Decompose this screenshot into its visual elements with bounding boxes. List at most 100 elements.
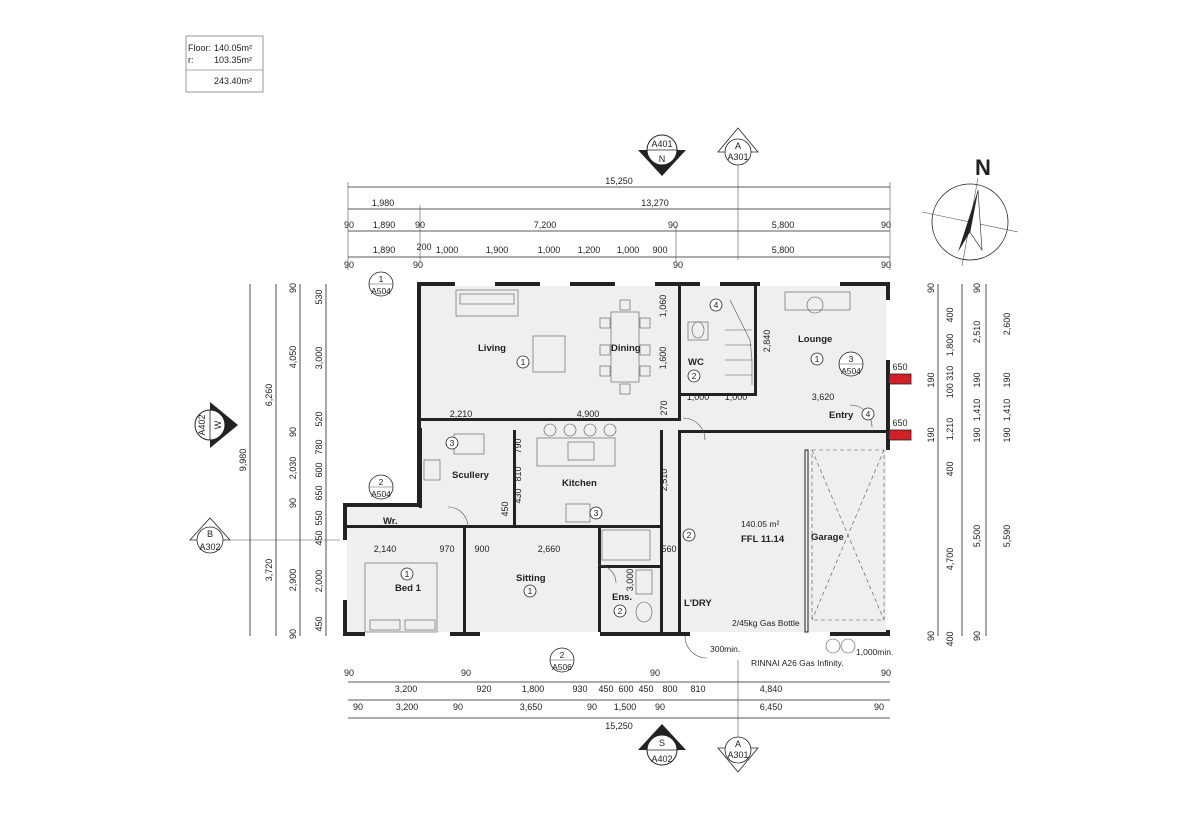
- dim-left-col2: 2,030: [288, 457, 298, 480]
- dim-inner: 790: [513, 438, 523, 453]
- marker-south-sec-bottom: A301: [727, 750, 748, 760]
- dim-inner: 3,620: [812, 392, 835, 402]
- dim-top-row3: 5,800: [772, 220, 795, 230]
- dim-right-col3: 5,590: [1002, 525, 1012, 548]
- dim-top-row4: 5,800: [772, 245, 795, 255]
- dim-bottom-row2: 600: [618, 684, 633, 694]
- dim-inner: 560: [661, 544, 676, 554]
- room-label-wc: WC: [688, 357, 704, 368]
- dim-left-col3: 2,000: [314, 570, 324, 593]
- room-label-kitchen: Kitchen: [562, 478, 597, 489]
- top-dimensions: 15,250 1,980 13,270 90 1,890 90 7,200 90…: [344, 176, 891, 270]
- dim-inner: 2,210: [450, 409, 473, 419]
- dim-inner: 1,000: [687, 392, 710, 402]
- section-marker-north-a301: A A301: [717, 127, 759, 260]
- dim-bottom-row1: 90: [461, 668, 471, 678]
- dim-right-col2: 2,510: [972, 321, 982, 344]
- dim-right-col1: 90: [926, 631, 936, 641]
- inner-dimensions: 2,210 4,900 1,060 1,600 1,000 1,000 2,84…: [374, 295, 835, 592]
- dim-top-row4: 1,000: [617, 245, 640, 255]
- dim-left-col3: 600: [314, 462, 324, 477]
- area-row1-value: 140.05m²: [214, 43, 252, 53]
- left-dimensions: 9,980 6,260 3,720 90 4,050 90 2,030 90 2…: [238, 283, 327, 639]
- marker-west-bottom: W: [213, 420, 223, 429]
- dim-right-col1: 190: [926, 427, 936, 442]
- room-label-scullery: Scullery: [452, 470, 490, 481]
- dim-left-upper: 6,260: [264, 384, 274, 407]
- section-marker-north: A401 N: [638, 134, 686, 176]
- room-label-lounge: Lounge: [798, 334, 832, 345]
- dim-left-lower: 3,720: [264, 559, 274, 582]
- tag-living: 1: [521, 357, 526, 367]
- marker-west-sec-top: B: [207, 529, 213, 539]
- dim-top-row4: 1,890: [373, 245, 396, 255]
- compass-label: N: [975, 155, 991, 180]
- marker-west-top: A402: [197, 414, 207, 435]
- dim-bottom-row1: 90: [650, 668, 660, 678]
- dim-right-col1: 190: [926, 372, 936, 387]
- right-dimensions: 90 400 1,800 100 310 190 1,210 190 400 4…: [892, 283, 1012, 647]
- min-1000-note: 1,000min.: [856, 647, 893, 657]
- east-sec-top: 3: [849, 354, 854, 364]
- gas-bottle-note: 2/45kg Gas Bottle: [732, 618, 800, 628]
- east-sec-bottom: A504: [841, 366, 861, 376]
- dim-top-row3: 90: [668, 220, 678, 230]
- dim-left-col3: 520: [314, 411, 324, 426]
- tag-ens: 2: [618, 606, 623, 616]
- dim-right-col3: 1,410: [1002, 399, 1012, 422]
- dim-right-col2: 90: [972, 283, 982, 293]
- dim-right-col1: 1,210: [945, 418, 955, 441]
- dim-right-col3: 2,600: [1002, 313, 1012, 336]
- marker-west-sec-bottom: A302: [199, 542, 220, 552]
- tag-wc: 2: [692, 371, 697, 381]
- dim-left-col3: 3,000: [314, 347, 324, 370]
- dim-bottom-row2: 930: [572, 684, 587, 694]
- detail-marker-south: 2 A506: [549, 647, 575, 673]
- dim-bottom-row3: 90: [587, 702, 597, 712]
- dim-bottom-row2: 4,840: [760, 684, 783, 694]
- tag-entry: 4: [866, 409, 871, 419]
- dim-top-row4: 1,900: [486, 245, 509, 255]
- dim-left-col2: 90: [288, 498, 298, 508]
- detail-marker-1: 1 A504: [368, 271, 394, 297]
- tag-lounge: 1: [815, 354, 820, 364]
- dim-top-row4-end: 90: [673, 260, 683, 270]
- dim-top-row2-b: 13,270: [641, 198, 669, 208]
- tag-scullery: 3: [450, 438, 455, 448]
- dim-bottom-row3: 90: [655, 702, 665, 712]
- dim-bottom-row2: 3,200: [395, 684, 418, 694]
- dim-left-col2: 90: [288, 427, 298, 437]
- dim-top-row4-end: 90: [413, 260, 423, 270]
- dim-left-col3: 450: [314, 530, 324, 545]
- room-labels: Living Dining WC Lounge Entry Scullery K…: [383, 334, 893, 668]
- room-label-ens: Ens.: [612, 592, 632, 603]
- furniture: [364, 289, 885, 659]
- dim-inner: 450: [500, 501, 510, 516]
- section-marker-south-a301: A A301: [717, 660, 759, 773]
- dim-inner: 3,000: [625, 569, 635, 592]
- dim-top-row3: 90: [881, 220, 891, 230]
- dim-left-col3: 780: [314, 439, 324, 454]
- min-300-note: 300min.: [710, 644, 740, 654]
- dim-top-row3: 7,200: [534, 220, 557, 230]
- area-row1-label: Floor:: [188, 43, 211, 53]
- dim-top-row3: 90: [415, 220, 425, 230]
- dim-right-col1: 4,700: [945, 548, 955, 571]
- room-label-sitting: Sitting: [516, 573, 546, 584]
- tag-kitchen: 3: [594, 508, 599, 518]
- dim-bottom-row2: 1,800: [522, 684, 545, 694]
- room-tags: 1 1 4 2 4 3 3 1 1 2 2: [400, 298, 875, 618]
- room-label-wr: Wr.: [383, 516, 398, 527]
- dim-right-col2: 190: [972, 372, 982, 387]
- dim-top-row4-end: 90: [344, 260, 354, 270]
- marker-north-top: A401: [651, 139, 672, 149]
- dim-bottom-row3: 3,650: [520, 702, 543, 712]
- dim-bottom-row3: 1,500: [614, 702, 637, 712]
- dim-right-door-a: 650: [892, 362, 907, 372]
- dim-top-row2-a: 1,980: [372, 198, 395, 208]
- dim-inner: 1,000: [725, 392, 748, 402]
- ffl-label: FFL 11.14: [741, 534, 785, 545]
- section-marker-south: S A402: [638, 724, 686, 766]
- marker-south-sec-top: A: [735, 739, 741, 749]
- dim-inner: 1,600: [658, 347, 668, 370]
